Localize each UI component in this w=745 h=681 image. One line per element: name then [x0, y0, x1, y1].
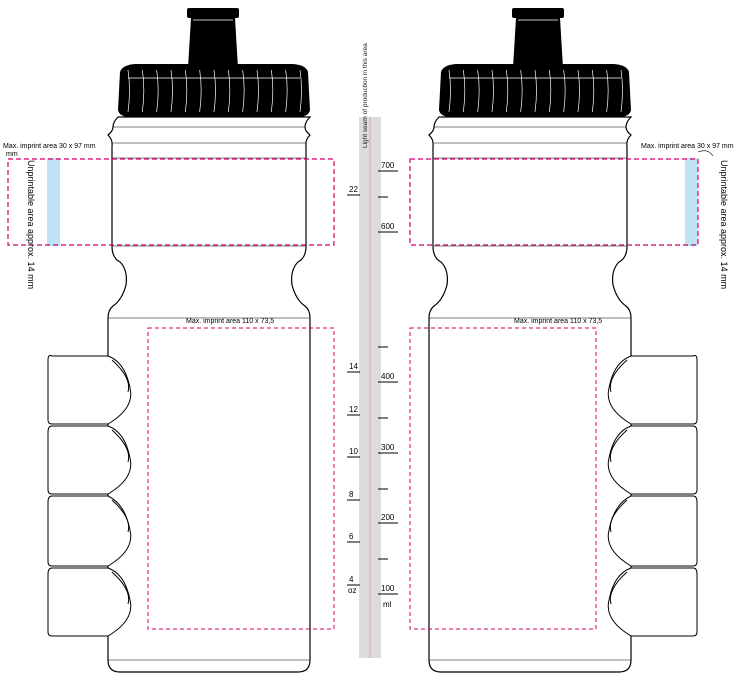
left-bottle-body [107, 116, 312, 673]
left-unprintable-area [47, 158, 60, 246]
left-main-imprint-label: Max. imprint area 110 x 73,5 [186, 318, 275, 325]
right-bottle [409, 8, 714, 673]
oz-label: 4 [349, 575, 354, 584]
seam-note: Light seam of production in this area [362, 43, 369, 148]
right-callout-arrow [697, 150, 714, 157]
left-top-imprint-area [7, 158, 335, 246]
right-unprintable-area [685, 158, 698, 246]
ml-label: 600 [381, 222, 395, 231]
oz-label: 12 [349, 405, 358, 414]
left-cap-ring [118, 64, 310, 117]
right-main-imprint-label: Max. imprint area 110 x 73,5 [514, 318, 603, 325]
ml-ticks [378, 170, 398, 595]
right-top-imprint-area [409, 158, 699, 246]
ml-unit: ml [383, 600, 392, 609]
oz-ticks [347, 194, 360, 586]
ml-label: 300 [381, 443, 395, 452]
right-main-imprint-area [409, 327, 597, 630]
volume-scale [347, 117, 398, 658]
right-bottle-body [428, 116, 633, 673]
oz-label: 6 [349, 532, 354, 541]
oz-unit: oz [348, 586, 357, 595]
left-top-imprint-label: Max. imprint area 30 x 97 mm [3, 143, 96, 150]
oz-label: 14 [349, 362, 358, 371]
ml-label: 700 [381, 161, 395, 170]
right-cap-ring [439, 64, 631, 117]
left-unprintable-label: Unprintable area approx. 14 mm [26, 160, 36, 290]
left-grip-fins [47, 355, 132, 637]
left-bottle [7, 8, 335, 673]
ml-label: 200 [381, 513, 395, 522]
oz-label: 8 [349, 490, 354, 499]
right-cap-spout [512, 8, 564, 68]
ml-label: 400 [381, 372, 395, 381]
oz-label: 22 [349, 185, 358, 194]
left-top-imprint-label-cont: mm [6, 151, 18, 158]
oz-label: 10 [349, 447, 358, 456]
left-main-imprint-area [147, 327, 335, 630]
ml-label: 100 [381, 584, 395, 593]
left-cap-spout [187, 8, 239, 68]
right-top-imprint-label: Max. imprint area 30 x 97 mm [641, 143, 734, 150]
right-grip-fins [607, 355, 698, 637]
right-unprintable-label: Unprintable area approx. 14 mm [719, 160, 729, 290]
